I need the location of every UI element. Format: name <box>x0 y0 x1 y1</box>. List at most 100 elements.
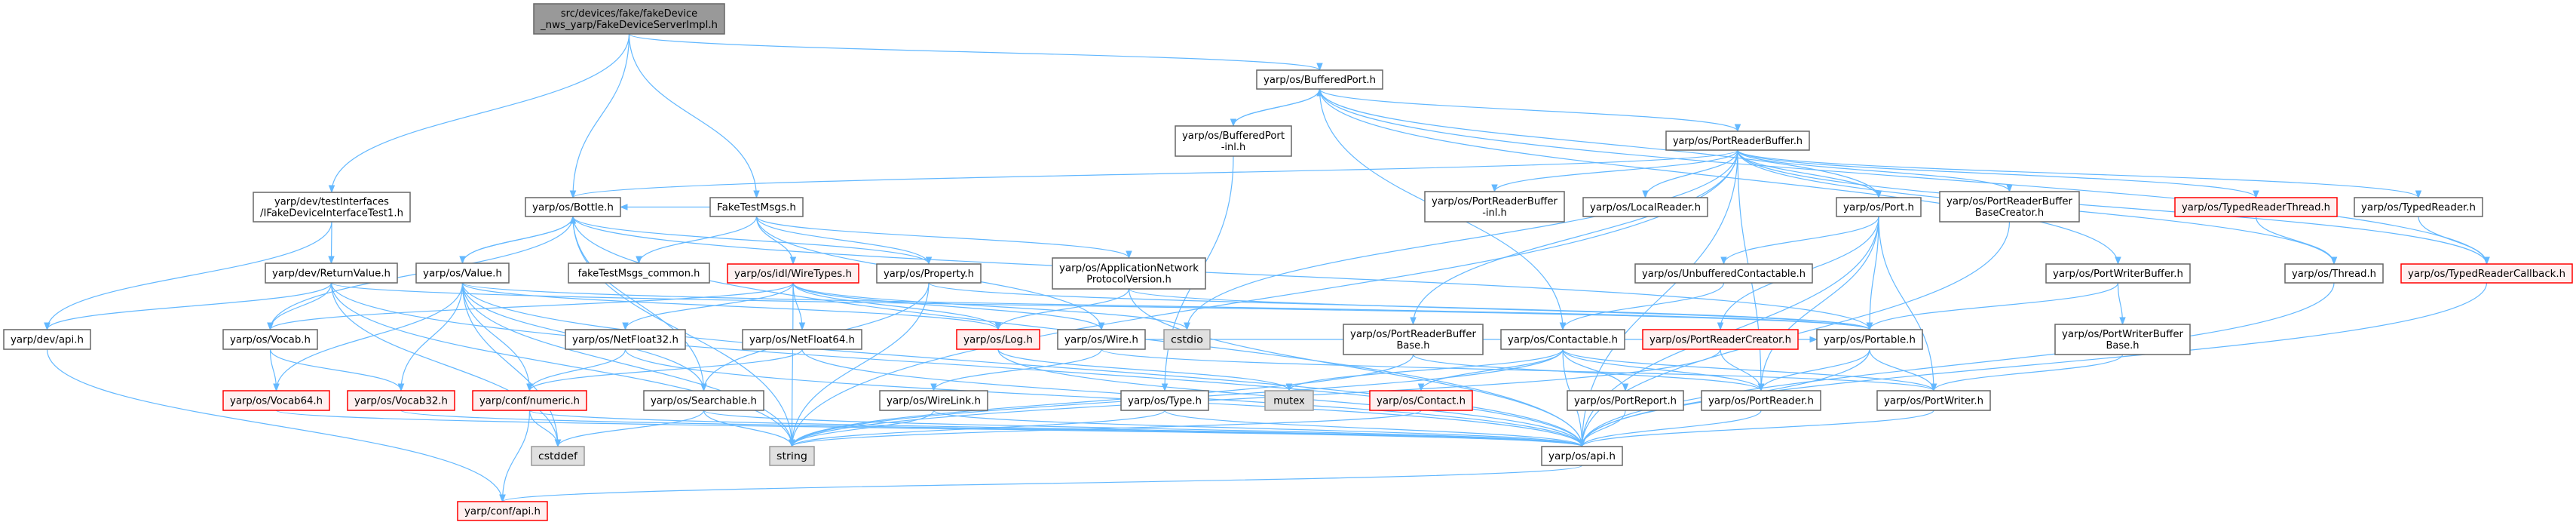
node-box <box>879 390 988 411</box>
node-label: yarp/os/TypedReaderCallback.h <box>2408 269 2565 280</box>
node-wiretypes[interactable]: yarp/os/idl/WireTypes.h <box>727 263 859 284</box>
node-ifake[interactable]: yarp/dev/testInterfaces/IFakeDeviceInter… <box>253 192 411 223</box>
node-portreader[interactable]: yarp/os/PortReader.h <box>1701 390 1821 411</box>
node-box <box>742 329 862 350</box>
node-label: yarp/os/PortReader.h <box>1708 396 1814 407</box>
node-osapi[interactable]: yarp/os/api.h <box>1541 446 1623 466</box>
node-log[interactable]: yarp/os/Log.h <box>956 329 1040 350</box>
node-returnvalue[interactable]: yarp/dev/ReturnValue.h <box>265 262 398 284</box>
edge-contactable-to-portwriter <box>1562 348 1937 392</box>
edge-port-to-unbuffered <box>1720 216 1879 266</box>
node-confapi[interactable]: yarp/conf/api.h <box>457 501 548 521</box>
edge-wiretypes-to-vocab <box>267 282 794 331</box>
edge-prbbase-to-portreader <box>1412 354 1765 392</box>
edge-faketestmsgs-to-ftmcommon <box>636 216 758 265</box>
edge-property-to-string <box>789 282 930 448</box>
node-vocab[interactable]: yarp/os/Vocab.h <box>222 329 318 350</box>
node-mutex[interactable]: mutex <box>1264 390 1314 411</box>
node-unbuffered[interactable]: yarp/os/UnbufferedContactable.h <box>1634 263 1813 284</box>
node-label: yarp/conf/api.h <box>464 506 541 517</box>
node-cstddef[interactable]: cstddef <box>531 446 585 466</box>
node-label: yarp/os/Searchable.h <box>651 396 757 407</box>
node-thread[interactable]: yarp/os/Thread.h <box>2284 263 2384 284</box>
node-typedreadercallback[interactable]: yarp/os/TypedReaderCallback.h <box>2400 263 2573 284</box>
node-contact[interactable]: yarp/os/Contact.h <box>1369 390 1473 411</box>
node-root[interactable]: src/devices/fake/fakeDevice_nws_yarp/Fak… <box>533 3 725 35</box>
edge-faketestmsgs-to-property <box>755 216 933 266</box>
node-typedreaderthread[interactable]: yarp/os/TypedReaderThread.h <box>2174 197 2338 217</box>
node-vocab32[interactable]: yarp/os/Vocab32.h <box>347 390 455 411</box>
node-wirelink[interactable]: yarp/os/WireLink.h <box>879 390 988 411</box>
node-portreport[interactable]: yarp/os/PortReport.h <box>1567 390 1684 411</box>
edge-netfloat64-to-numeric <box>526 348 803 392</box>
edge-value-to-vocab64 <box>273 282 464 392</box>
edge-vocab-to-vocab32 <box>269 348 405 392</box>
node-localreader[interactable]: yarp/os/LocalReader.h <box>1582 197 1708 217</box>
node-type[interactable]: yarp/os/Type.h <box>1120 390 1209 411</box>
node-netfloat64[interactable]: yarp/os/NetFloat64.h <box>742 329 862 350</box>
node-box <box>1836 197 1922 217</box>
node-value[interactable]: yarp/os/Value.h <box>415 262 510 284</box>
node-label: FakeTestMsgs.h <box>717 202 796 213</box>
node-wire[interactable]: yarp/os/Wire.h <box>1057 329 1146 350</box>
node-portable[interactable]: yarp/os/Portable.h <box>1816 329 1923 350</box>
node-label: -inl.h <box>1221 142 1246 153</box>
node-portreaderbuffer[interactable]: yarp/os/PortReaderBuffer.h <box>1665 130 1810 151</box>
node-typedreader[interactable]: yarp/os/TypedReader.h <box>2354 197 2483 217</box>
node-label: string <box>776 451 807 462</box>
edge-faketestmsgs-to-appnet <box>755 216 1132 259</box>
edge-contactable-to-portreader <box>1562 348 1765 392</box>
edge-portreaderbuffer-to-bottle <box>570 149 1738 199</box>
node-numeric[interactable]: yarp/conf/numeric.h <box>472 390 587 411</box>
node-label: yarp/os/PortWriterBuffer <box>2062 329 2184 340</box>
edge-type-to-osapi <box>1164 410 1585 448</box>
node-label: yarp/os/PortReaderCreator.h <box>1649 335 1791 346</box>
node-box <box>457 501 548 521</box>
node-bufferedport[interactable]: yarp/os/BufferedPort.h <box>1256 69 1383 90</box>
edge-bufferedport-to-port <box>1319 88 1882 199</box>
node-box <box>1642 329 1799 350</box>
node-portreadercreator[interactable]: yarp/os/PortReaderCreator.h <box>1642 329 1799 350</box>
edge-portreaderbuffer-to-prbbasecreator <box>1737 149 2013 193</box>
node-string[interactable]: string <box>769 446 815 466</box>
node-faketestmsgs[interactable]: FakeTestMsgs.h <box>709 197 804 217</box>
edge-value-to-cstddef <box>461 282 562 448</box>
node-ftmcommon[interactable]: fakeTestMsgs_common.h <box>568 262 710 284</box>
edge-wirelink-to-osapi <box>933 410 1585 448</box>
edge-value-to-bottle <box>461 215 577 264</box>
edge-returnvalue-to-cstddef <box>330 282 562 448</box>
node-vocab64[interactable]: yarp/os/Vocab64.h <box>222 390 330 411</box>
node-box <box>1634 263 1813 284</box>
node-port[interactable]: yarp/os/Port.h <box>1836 197 1922 217</box>
node-bufferedportinl[interactable]: yarp/os/BufferedPort-inl.h <box>1175 125 1292 157</box>
node-portwriter[interactable]: yarp/os/PortWriter.h <box>1876 390 1991 411</box>
node-cstdio[interactable]: cstdio <box>1163 329 1211 350</box>
node-netfloat32[interactable]: yarp/os/NetFloat32.h <box>565 329 686 350</box>
node-box <box>1264 390 1314 411</box>
edge-portreaderbuffer-to-cstdio <box>1184 149 1738 331</box>
edge-numeric-to-confapi <box>499 410 531 503</box>
node-label: yarp/os/PortReaderBuffer.h <box>1673 136 1803 147</box>
node-property[interactable]: yarp/os/Property.h <box>876 263 982 284</box>
node-contactable[interactable]: yarp/os/Contactable.h <box>1500 329 1625 350</box>
node-appnet[interactable]: yarp/os/ApplicationNetworkProtocolVersio… <box>1052 257 1206 290</box>
node-searchable[interactable]: yarp/os/Searchable.h <box>643 390 764 411</box>
node-box <box>709 197 804 217</box>
edge-wiretypes-to-string <box>789 282 795 448</box>
edge-returnvalue-to-devapi <box>44 282 332 331</box>
node-box <box>1500 329 1625 350</box>
node-label: yarp/os/BufferedPort.h <box>1263 75 1376 86</box>
node-devapi[interactable]: yarp/dev/api.h <box>3 329 91 350</box>
edge-faketestmsgs-to-wiretypes <box>755 216 797 266</box>
edge-port-to-portreader <box>1757 216 1879 392</box>
node-portwriterbuffer[interactable]: yarp/os/PortWriterBuffer.h <box>2045 263 2191 284</box>
node-label: yarp/os/api.h <box>1548 451 1616 462</box>
node-bottle[interactable]: yarp/os/Bottle.h <box>525 197 621 217</box>
node-box <box>1175 125 1292 157</box>
node-box <box>1052 257 1206 290</box>
node-prbinl[interactable]: yarp/os/PortReaderBuffer-inl.h <box>1424 191 1565 223</box>
edge-portreaderbuffer-to-localreader <box>1642 149 1738 199</box>
